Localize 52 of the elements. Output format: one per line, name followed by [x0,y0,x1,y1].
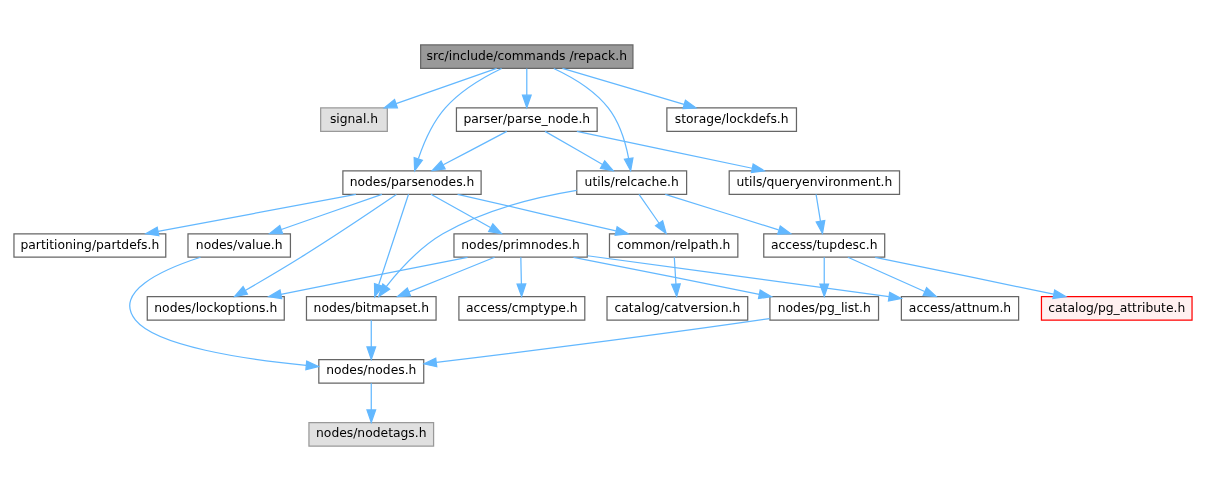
node-box: catalog/catversion.h [606,296,749,321]
arrow [819,256,830,299]
arrow [430,130,508,172]
node-box: access/tupdesc.h [763,233,886,258]
node-box: signal.h [320,107,388,132]
arrow [373,193,410,299]
arrow [847,256,938,298]
arrow [232,193,397,298]
node-box: common/relpath.h [608,233,739,258]
node-box: nodes/value.h [187,233,292,258]
arrow [516,256,527,299]
arrow [144,193,357,237]
arrow [456,193,630,236]
node-box: access/attnum.h [900,296,1020,321]
node-box: access/cmptype.h [458,296,586,321]
arrow [815,193,826,236]
arrow [586,255,904,302]
arrow [664,193,793,235]
arrow [395,256,496,298]
arrow [377,189,578,298]
node-box: utils/relcache.h [576,170,688,195]
arrow [553,67,634,173]
arrow [638,193,668,235]
arrow [266,256,469,300]
arrow [521,67,532,110]
arrow [366,382,377,425]
arrow [422,317,771,368]
arrow [413,67,503,173]
arrow [561,67,698,110]
node-box: nodes/bitmapset.h [305,296,437,321]
node-box: parser/parse_node.h [455,107,598,132]
node-box: catalog/pg_attribute.h [1040,296,1193,321]
arrow [874,256,1068,300]
node-box: nodes/primnodes.h [453,233,588,258]
node-box: nodes/nodetags.h [308,422,435,447]
arrow [382,67,498,109]
node-box: storage/lockdefs.h [666,107,798,132]
arrow [267,193,383,235]
node-box: nodes/pg_list.h [769,296,880,321]
arrow [572,256,774,300]
node-box: src/include/commands /repack.h [420,44,634,69]
node-box: partitioning/partdefs.h [13,233,167,258]
arrow [129,256,321,371]
arrow [576,130,767,174]
node-box: nodes/parsenodes.h [342,170,482,195]
arrow [544,130,615,172]
arrow [430,193,504,235]
node-box: utils/queryenvironment.h [728,170,901,195]
node-box: nodes/nodes.h [318,359,425,384]
node-box: nodes/lockoptions.h [146,296,285,321]
arrow [366,319,377,362]
arrow [670,256,682,299]
